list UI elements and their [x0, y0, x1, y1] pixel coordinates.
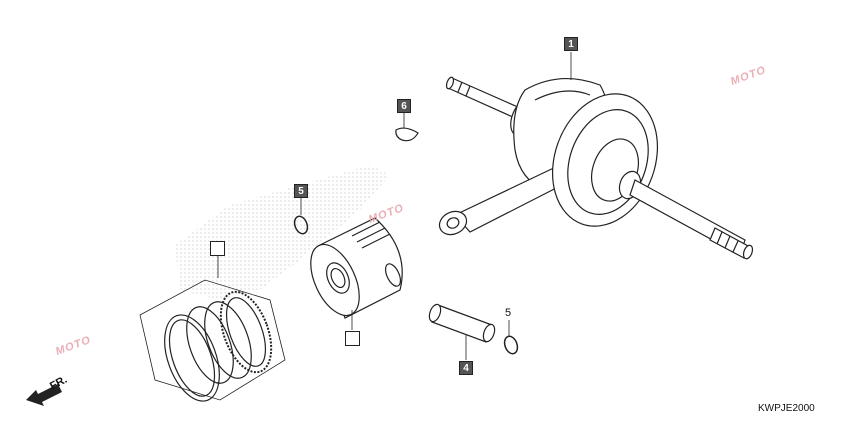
stipple-shading: [175, 165, 390, 300]
callout-clip-upper: 5: [294, 184, 308, 198]
piston-pin-part: [428, 303, 496, 343]
clip-upper-part: [293, 215, 309, 235]
ring-set-part: [139, 279, 286, 402]
clip-lower-part: [503, 335, 519, 355]
callout-piston-pin: 4: [459, 361, 473, 375]
crankshaft-assembly: [438, 76, 754, 260]
callout-crankshaft: 1: [564, 37, 578, 51]
front-arrow-icon: [26, 384, 62, 406]
callout-ring-set: [210, 241, 225, 256]
callout-key: 6: [397, 99, 411, 113]
diagram-code: KWPJE2000: [758, 403, 815, 414]
callout-piston: [345, 331, 360, 346]
key-part: [395, 127, 419, 142]
leader-lines: [217, 52, 572, 360]
callout-clip-lower: 5: [505, 307, 512, 319]
piston-part: [310, 217, 403, 319]
